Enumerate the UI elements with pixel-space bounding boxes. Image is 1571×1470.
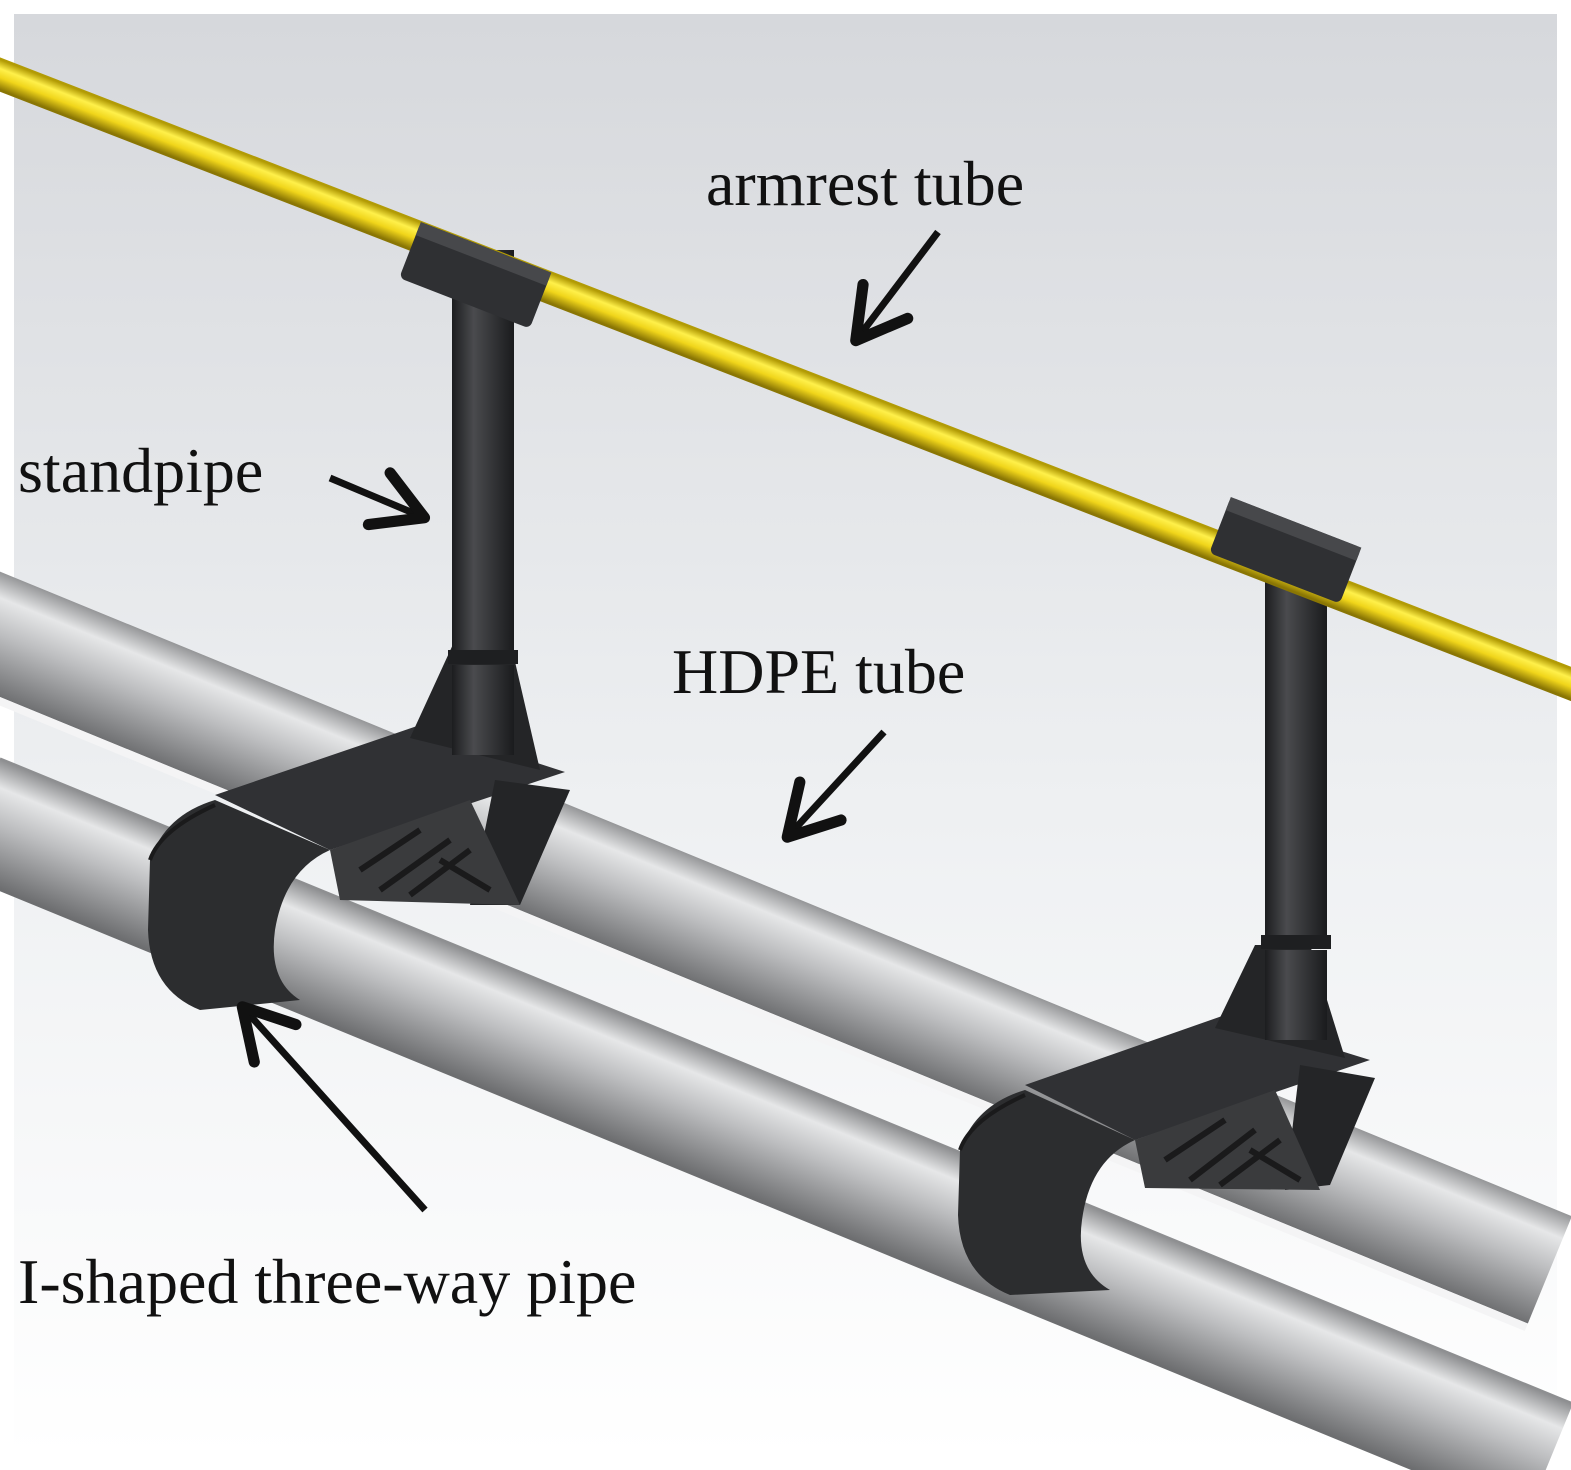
hdpe-tube-front (0, 757, 1571, 1470)
armrest-tube (0, 54, 1571, 707)
arrow-hdpe (781, 729, 887, 843)
ishaped-connector-left (148, 640, 570, 1010)
label-standpipe: standpipe (18, 435, 263, 506)
hdpe-tube-front-group (0, 757, 1571, 1470)
label-ishaped-three-way-pipe: I-shaped three-way pipe (18, 1246, 636, 1317)
standpipe-right (1265, 560, 1327, 940)
label-armrest-tube: armrest tube (706, 148, 1024, 219)
arrow-ishaped (236, 1001, 428, 1213)
armrest-tee-right (1210, 497, 1362, 602)
armrest-tube-group (0, 54, 1571, 707)
armrest-tee-left (400, 222, 552, 327)
arrow-standpipe (328, 467, 431, 531)
label-hdpe-tube: HDPE tube (672, 636, 965, 707)
arrow-armrest (850, 229, 941, 347)
